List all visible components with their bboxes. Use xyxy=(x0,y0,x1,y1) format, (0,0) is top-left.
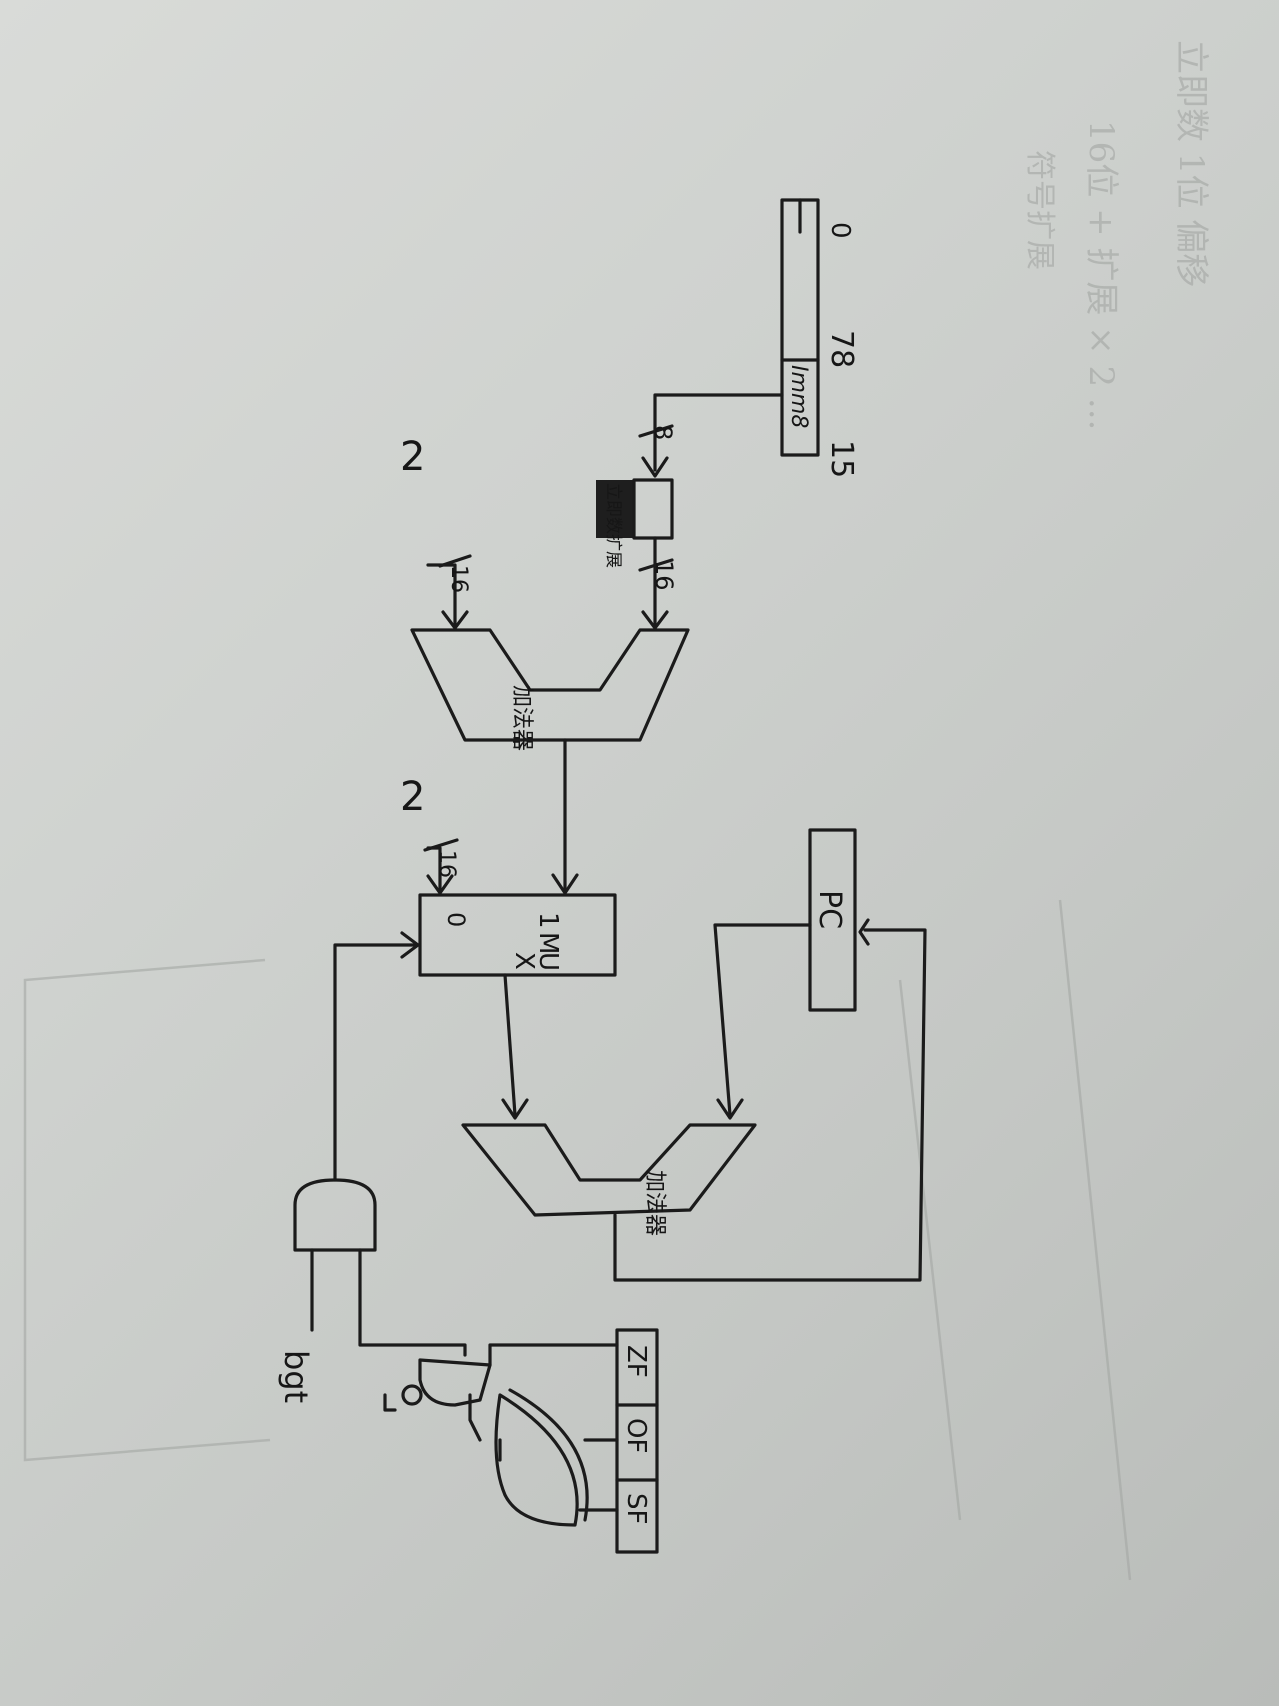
pc-box xyxy=(808,828,857,1012)
nor-bubble xyxy=(401,1384,423,1406)
flag-of: OF xyxy=(621,1418,651,1453)
xor-body xyxy=(494,1393,579,1527)
nor-gate xyxy=(401,1343,619,1462)
mux-line-5: 0 xyxy=(442,912,470,927)
and-body xyxy=(293,1178,377,1252)
bit-0-label: 0 xyxy=(825,222,855,239)
mux-line-3: U xyxy=(533,952,563,971)
xor-gate xyxy=(494,1388,619,1527)
ghost-note-1: 立即数 1位 偏移 xyxy=(1171,40,1211,287)
adder-bottom-shape xyxy=(461,1123,757,1217)
pc-label: PC xyxy=(812,890,847,929)
mux-box xyxy=(418,893,617,977)
ext-width-label: 16 xyxy=(650,560,678,591)
adder-bottom-label: 加法器 xyxy=(642,1170,667,1236)
imm8-field-label: Imm8 xyxy=(786,365,811,428)
mux-to-adder-wire xyxy=(503,973,517,1117)
mux-in-width-label: 16 xyxy=(434,850,459,878)
instruction-register: 0 78 15 Imm8 xyxy=(780,198,859,478)
mux-line-1: 1 xyxy=(533,912,563,929)
adder-bottom: 加法器 xyxy=(461,1123,757,1236)
adder-in-width-label: 16 xyxy=(446,565,471,593)
sign-extend-label: 立即数扩展 xyxy=(603,483,623,568)
imm8-width-label: 8 xyxy=(649,425,677,440)
const-to-adder-wire xyxy=(426,563,457,627)
pc-to-adder-wire xyxy=(713,923,812,1117)
nor-to-and-wire xyxy=(358,1248,467,1357)
ghost-note-3: 符号扩展 xyxy=(1022,150,1057,270)
sign-extend-left xyxy=(596,480,634,538)
adder-top-label: 加法器 xyxy=(509,685,534,751)
flag-zf: ZF xyxy=(621,1345,651,1378)
ghost-note-2: 16位 + 扩展 × 2 ... xyxy=(1081,120,1121,430)
adder-top: 加法器 xyxy=(410,628,690,751)
bleed-through-notes: 立即数 1位 偏移 16位 + 扩展 × 2 ... 符号扩展 xyxy=(23,40,1211,1581)
bit-15-label: 15 xyxy=(824,440,859,478)
select-wire xyxy=(333,943,417,1182)
imm8-wire xyxy=(653,393,784,472)
mux-line-2: M xyxy=(533,932,563,954)
mux-const-label: 2 xyxy=(400,774,425,820)
flags-register: ZF OF SF xyxy=(615,1328,659,1554)
pc-register: PC xyxy=(808,828,857,1012)
nor-body xyxy=(418,1358,492,1407)
bit-78-label: 78 xyxy=(824,330,859,368)
sign-extend-block: 立即数扩展 xyxy=(596,478,674,568)
bgt-signal-label: bgt xyxy=(277,1350,315,1403)
flag-sf: SF xyxy=(621,1493,651,1524)
adder-const-label: 2 xyxy=(400,434,425,480)
adder-top-shape xyxy=(410,628,690,742)
xor-back-arc xyxy=(508,1388,589,1522)
mux-line-4: X xyxy=(509,952,539,970)
and-gate xyxy=(293,1178,377,1252)
feedback-wire xyxy=(613,928,927,1282)
mux-block: 1 M U X 0 xyxy=(418,893,617,977)
